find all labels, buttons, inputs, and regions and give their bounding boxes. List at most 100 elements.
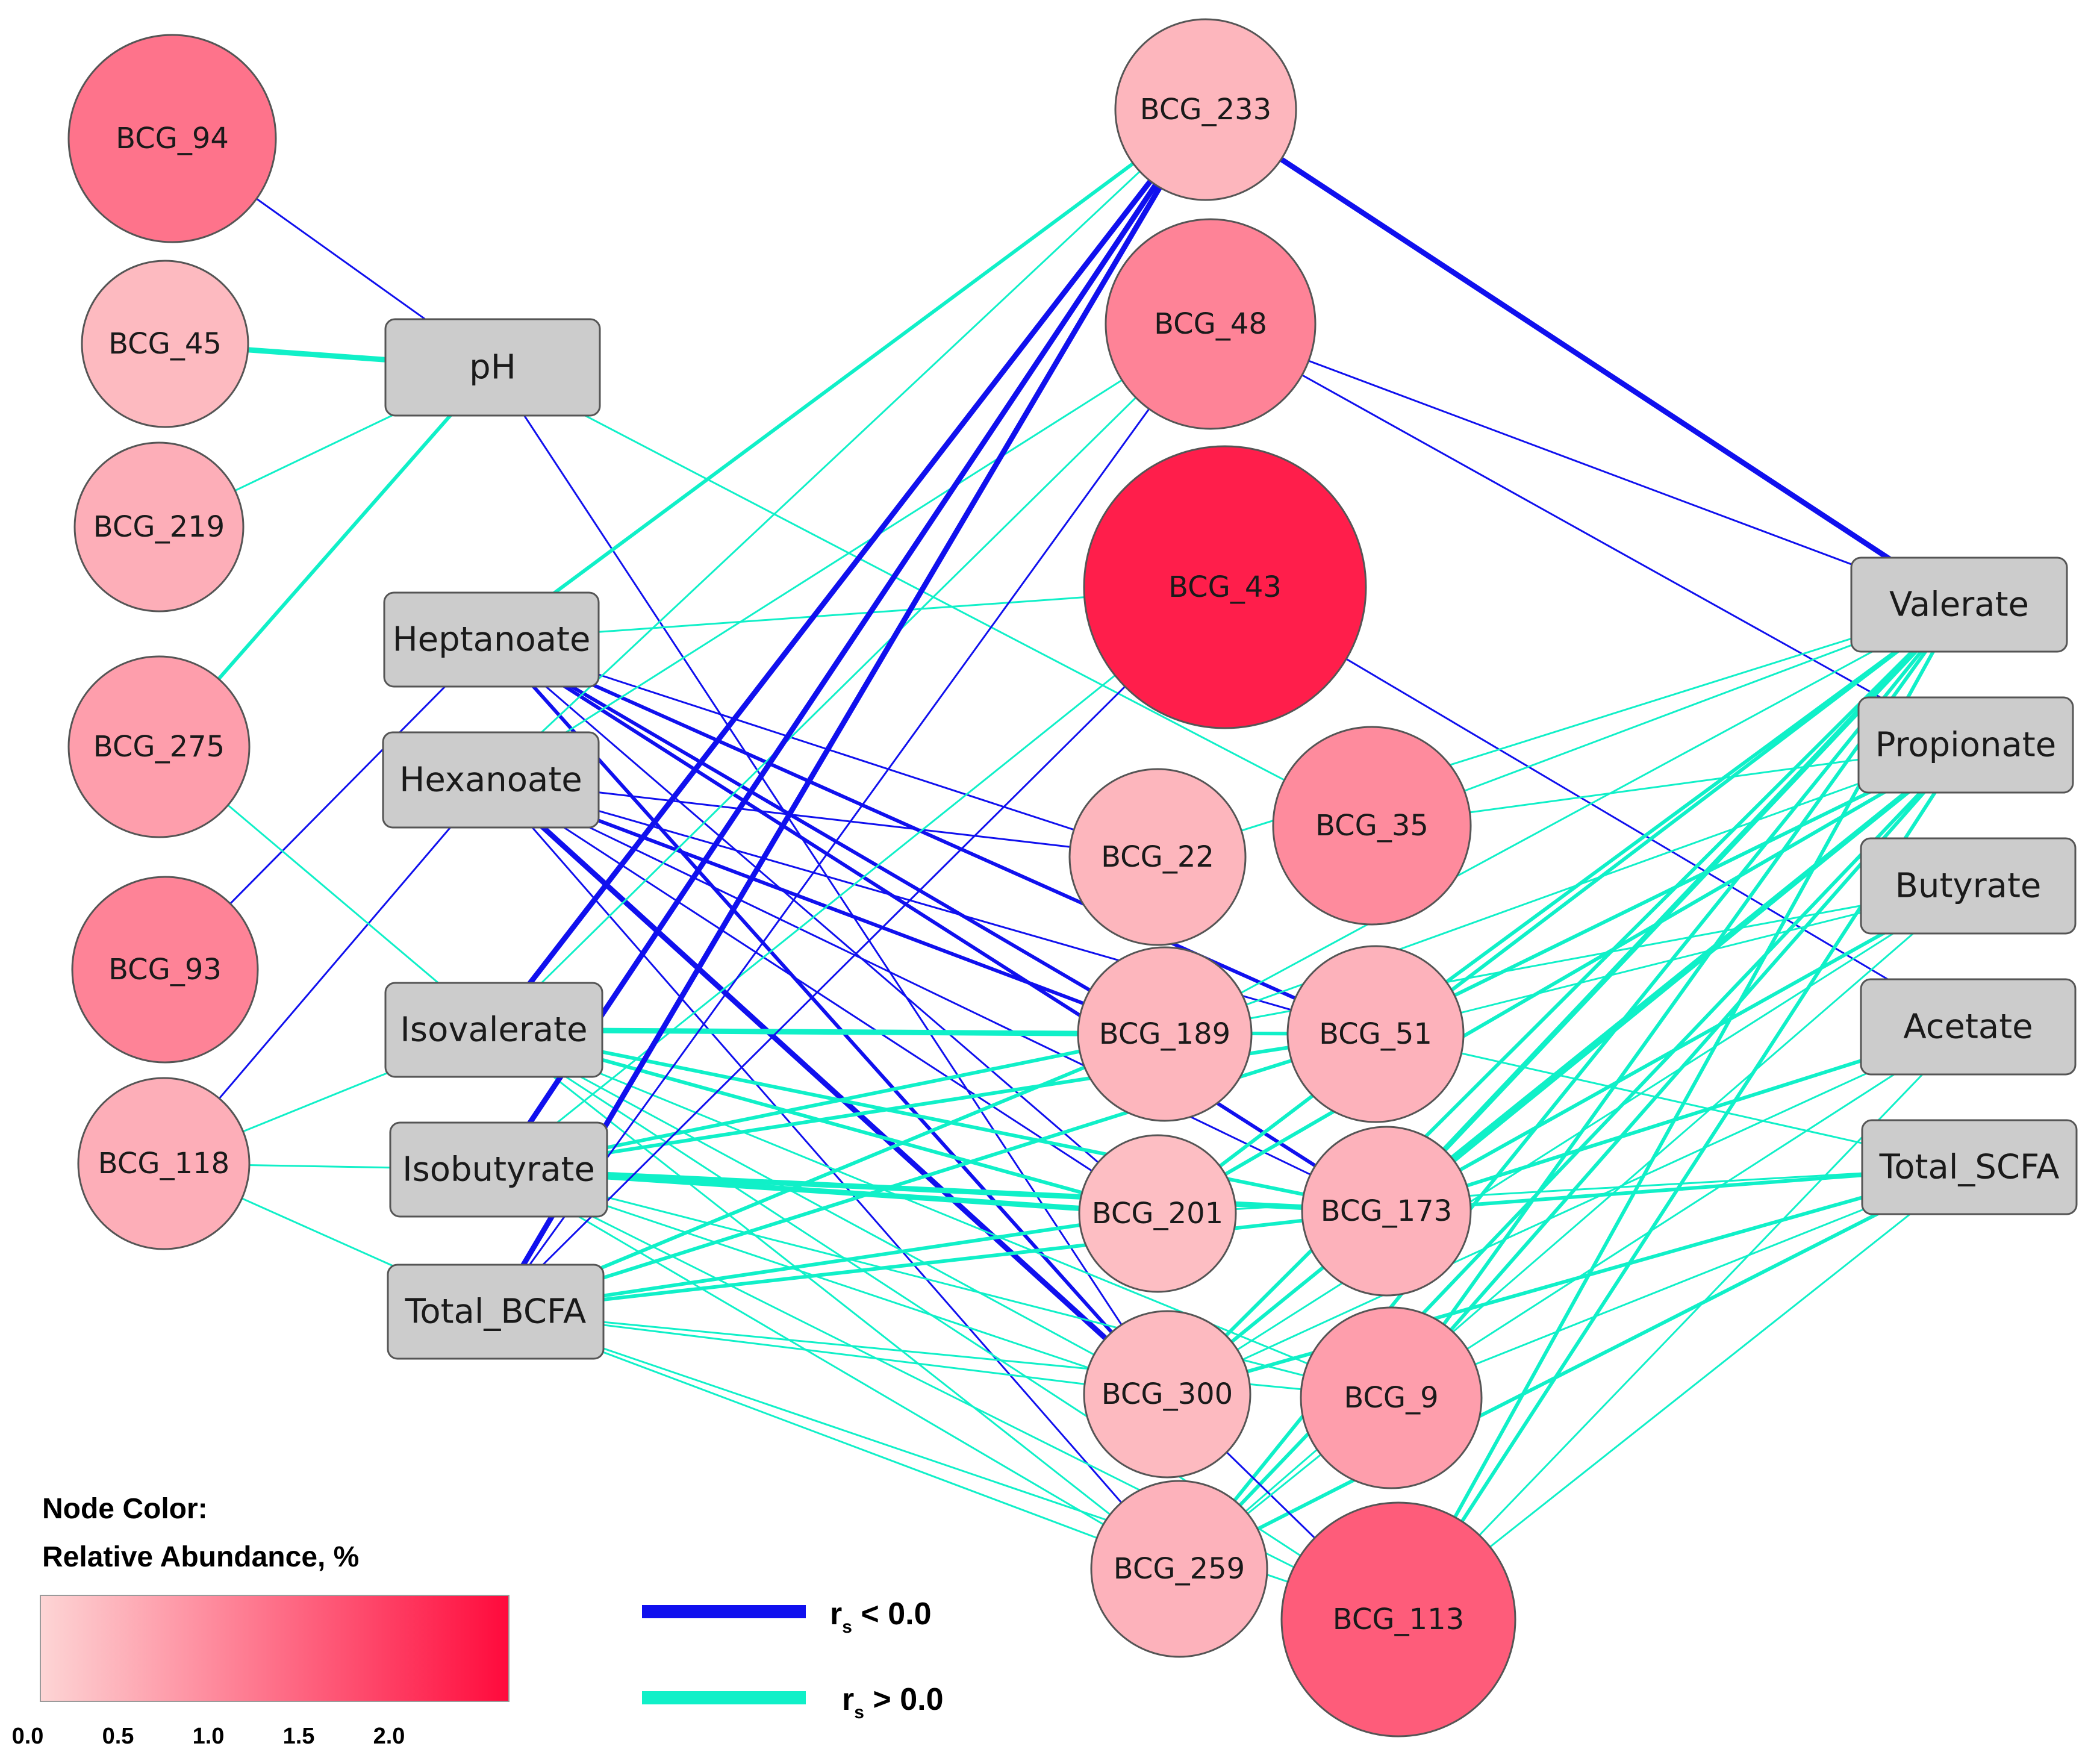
- edge-hexanoate-to-bcg-300: [488, 777, 1170, 1397]
- node-box-hexanoate: [382, 731, 600, 829]
- node-label-bcg-45: BCG_45: [108, 327, 222, 361]
- pos-subscript: s: [854, 1703, 864, 1722]
- node-label-bcg-300: BCG_300: [1102, 1377, 1233, 1411]
- edge-total-bcfa-to-bcg-48: [494, 323, 1212, 1313]
- gradient-tick-label: 1.0: [192, 1724, 225, 1749]
- node-bcg-189[interactable]: BCG_189: [1077, 946, 1253, 1122]
- node-bcg-201[interactable]: BCG_201: [1078, 1134, 1237, 1293]
- node-label-bcg-48: BCG_48: [1154, 307, 1267, 341]
- node-bcg-43[interactable]: BCG_43: [1083, 445, 1367, 729]
- node-circle-bcg-219: [73, 441, 245, 612]
- edge-isovalerate-to-bcg-201: [492, 1028, 1159, 1215]
- node-bcg-22[interactable]: BCG_22: [1068, 768, 1247, 946]
- node-label-bcg-233: BCG_233: [1140, 93, 1271, 126]
- node-label-bcg-275: BCG_275: [93, 730, 225, 764]
- node-bcg-118[interactable]: BCG_118: [77, 1077, 251, 1250]
- edge-isobutyrate-to-bcg-300: [497, 1168, 1168, 1395]
- edge-isobutyrate-to-bcg-259: [497, 1168, 1180, 1570]
- edge-bcg-189-to-valerate: [1164, 603, 1960, 1035]
- node-hexanoate[interactable]: Hexanoate: [382, 731, 600, 829]
- node-bcg-173[interactable]: BCG_173: [1301, 1126, 1472, 1297]
- edge-bcg-233-to-valerate: [1203, 107, 1962, 608]
- node-bcg-51[interactable]: BCG_51: [1286, 945, 1465, 1123]
- node-bcg-259[interactable]: BCG_259: [1090, 1480, 1268, 1658]
- node-circle-bcg-45: [81, 260, 249, 428]
- node-circle-bcg-300: [1083, 1310, 1251, 1479]
- edge-bcg-300-to-butyrate: [1166, 885, 1969, 1395]
- node-bcg-45[interactable]: BCG_45: [81, 260, 249, 428]
- edge-bcg-201-to-total-scfa: [1156, 1166, 1971, 1215]
- node-circle-bcg-275: [67, 655, 251, 838]
- edge-hexanoate-to-bcg-48: [490, 323, 1212, 781]
- gradient-tick-label: 2.0: [373, 1724, 405, 1749]
- node-bcg-9[interactable]: BCG_9: [1300, 1306, 1483, 1489]
- node-label-propionate: Propionate: [1875, 726, 2056, 765]
- node-heptanoate[interactable]: Heptanoate: [383, 591, 600, 688]
- node-isobutyrate[interactable]: Isobutyrate: [389, 1121, 608, 1218]
- node-circle-bcg-233: [1114, 18, 1297, 201]
- node-circle-bcg-43: [1083, 445, 1367, 729]
- node-label-bcg-118: BCG_118: [98, 1147, 229, 1180]
- negative-edge-key-line: [642, 1605, 806, 1618]
- node-bcg-233[interactable]: BCG_233: [1114, 18, 1297, 201]
- edge-heptanoate-to-bcg-173: [490, 638, 1388, 1213]
- node-label-bcg-173: BCG_173: [1321, 1194, 1452, 1228]
- node-circle-bcg-35: [1272, 726, 1472, 926]
- node-total-bcfa[interactable]: Total_BCFA: [387, 1264, 605, 1360]
- node-label-total-bcfa: Total_BCFA: [405, 1292, 587, 1332]
- node-bcg-94[interactable]: BCG_94: [67, 34, 277, 243]
- node-label-isovalerate: Isovalerate: [400, 1011, 587, 1050]
- node-bcg-275[interactable]: BCG_275: [67, 655, 251, 838]
- node-label-acetate: Acetate: [1903, 1008, 2033, 1047]
- node-bcg-219[interactable]: BCG_219: [73, 441, 245, 612]
- node-box-propionate: [1857, 696, 2074, 794]
- node-label-bcg-9: BCG_9: [1344, 1381, 1438, 1415]
- node-label-butyrate: Butyrate: [1895, 867, 2042, 906]
- edge-bcg-300-to-acetate: [1166, 1026, 1969, 1395]
- abundance-gradient-bar: [40, 1595, 510, 1702]
- node-bcg-35[interactable]: BCG_35: [1272, 726, 1472, 926]
- node-acetate[interactable]: Acetate: [1860, 978, 2077, 1076]
- node-label-ph: pH: [469, 348, 516, 387]
- node-box-heptanoate: [383, 591, 600, 688]
- node-propionate[interactable]: Propionate: [1857, 696, 2074, 794]
- node-ph[interactable]: pH: [384, 318, 601, 417]
- edge-bcg-189-to-propionate: [1164, 744, 1967, 1035]
- node-bcg-48[interactable]: BCG_48: [1105, 218, 1317, 430]
- positive-edge-key-label: rs > 0.0: [842, 1681, 944, 1722]
- node-bcg-93[interactable]: BCG_93: [71, 876, 259, 1064]
- node-box-valerate: [1850, 556, 2068, 653]
- neg-text: < 0.0: [852, 1597, 932, 1632]
- node-box-acetate: [1860, 978, 2077, 1076]
- node-box-isobutyrate: [389, 1121, 608, 1218]
- node-label-bcg-201: BCG_201: [1092, 1197, 1223, 1230]
- edge-heptanoate-to-bcg-300: [490, 638, 1169, 1396]
- pos-text: > 0.0: [864, 1682, 944, 1717]
- node-box-ph: [384, 318, 601, 417]
- node-valerate[interactable]: Valerate: [1850, 556, 2068, 653]
- node-circle-bcg-9: [1300, 1306, 1483, 1489]
- neg-subscript: s: [842, 1617, 852, 1637]
- node-bcg-113[interactable]: BCG_113: [1280, 1501, 1516, 1738]
- gradient-tick-label: 0.5: [102, 1724, 134, 1749]
- node-circle-bcg-51: [1286, 945, 1465, 1123]
- edge-total-bcfa-to-bcg-300: [494, 1311, 1168, 1395]
- edge-isovalerate-to-bcg-300: [493, 1029, 1168, 1395]
- edge-heptanoate-to-bcg-201: [490, 638, 1159, 1215]
- node-label-bcg-43: BCG_43: [1168, 570, 1282, 604]
- neg-symbol: r: [830, 1597, 843, 1632]
- node-isovalerate[interactable]: Isovalerate: [384, 982, 603, 1078]
- node-label-heptanoate: Heptanoate: [393, 620, 591, 659]
- node-bcg-300[interactable]: BCG_300: [1083, 1310, 1251, 1479]
- edge-bcg-48-to-valerate: [1209, 323, 1960, 606]
- legend-title-color: Node Color:: [42, 1493, 208, 1525]
- gradient-tick-label: 0.0: [11, 1724, 44, 1749]
- node-label-bcg-113: BCG_113: [1333, 1603, 1464, 1636]
- node-butyrate[interactable]: Butyrate: [1860, 837, 2077, 935]
- edge-isovalerate-to-bcg-233: [491, 107, 1209, 1033]
- node-circle-bcg-189: [1077, 946, 1253, 1122]
- legend-title-abundance: Relative Abundance, %: [42, 1541, 360, 1573]
- node-total-scfa[interactable]: Total_SCFA: [1861, 1119, 2078, 1215]
- edge-bcg-189-to-butyrate: [1164, 885, 1969, 1035]
- edge-hexanoate-to-bcg-173: [490, 779, 1388, 1212]
